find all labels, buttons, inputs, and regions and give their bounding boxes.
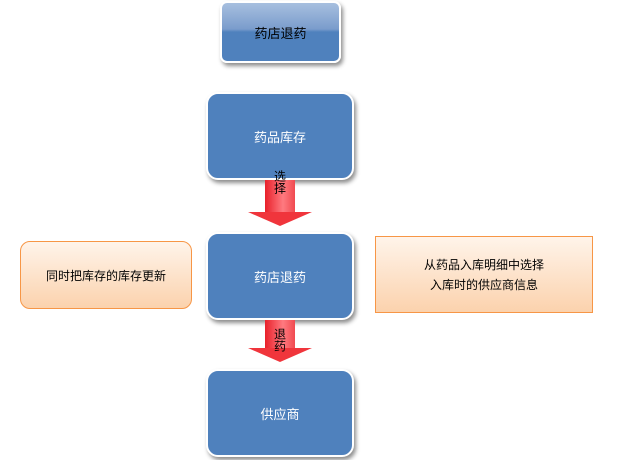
arrow-select-label: 选择 bbox=[272, 170, 287, 194]
right-note-line1: 从药品入库明细中选择 bbox=[423, 258, 544, 272]
arrow-select: 选择 bbox=[248, 170, 312, 226]
arrow-return: 退药 bbox=[248, 320, 312, 364]
inventory-box: 药品库存 bbox=[206, 92, 354, 180]
return-text: 药店退药 bbox=[253, 270, 306, 286]
right-note-line2: 入库时的供应商信息 bbox=[429, 278, 538, 292]
title-box: 药店退药 bbox=[220, 1, 341, 63]
supplier-text: 供应商 bbox=[260, 407, 300, 423]
right-note: 从药品入库明细中选择 入库时的供应商信息 bbox=[375, 236, 593, 313]
left-note: 同时把库存的库存更新 bbox=[20, 241, 192, 309]
supplier-box: 供应商 bbox=[206, 369, 354, 457]
left-note-text: 同时把库存的库存更新 bbox=[45, 268, 166, 283]
return-box: 药店退药 bbox=[206, 232, 354, 320]
inventory-text: 药品库存 bbox=[253, 130, 306, 146]
title-text: 药店退药 bbox=[254, 26, 307, 42]
arrow-return-label: 退药 bbox=[272, 328, 287, 352]
